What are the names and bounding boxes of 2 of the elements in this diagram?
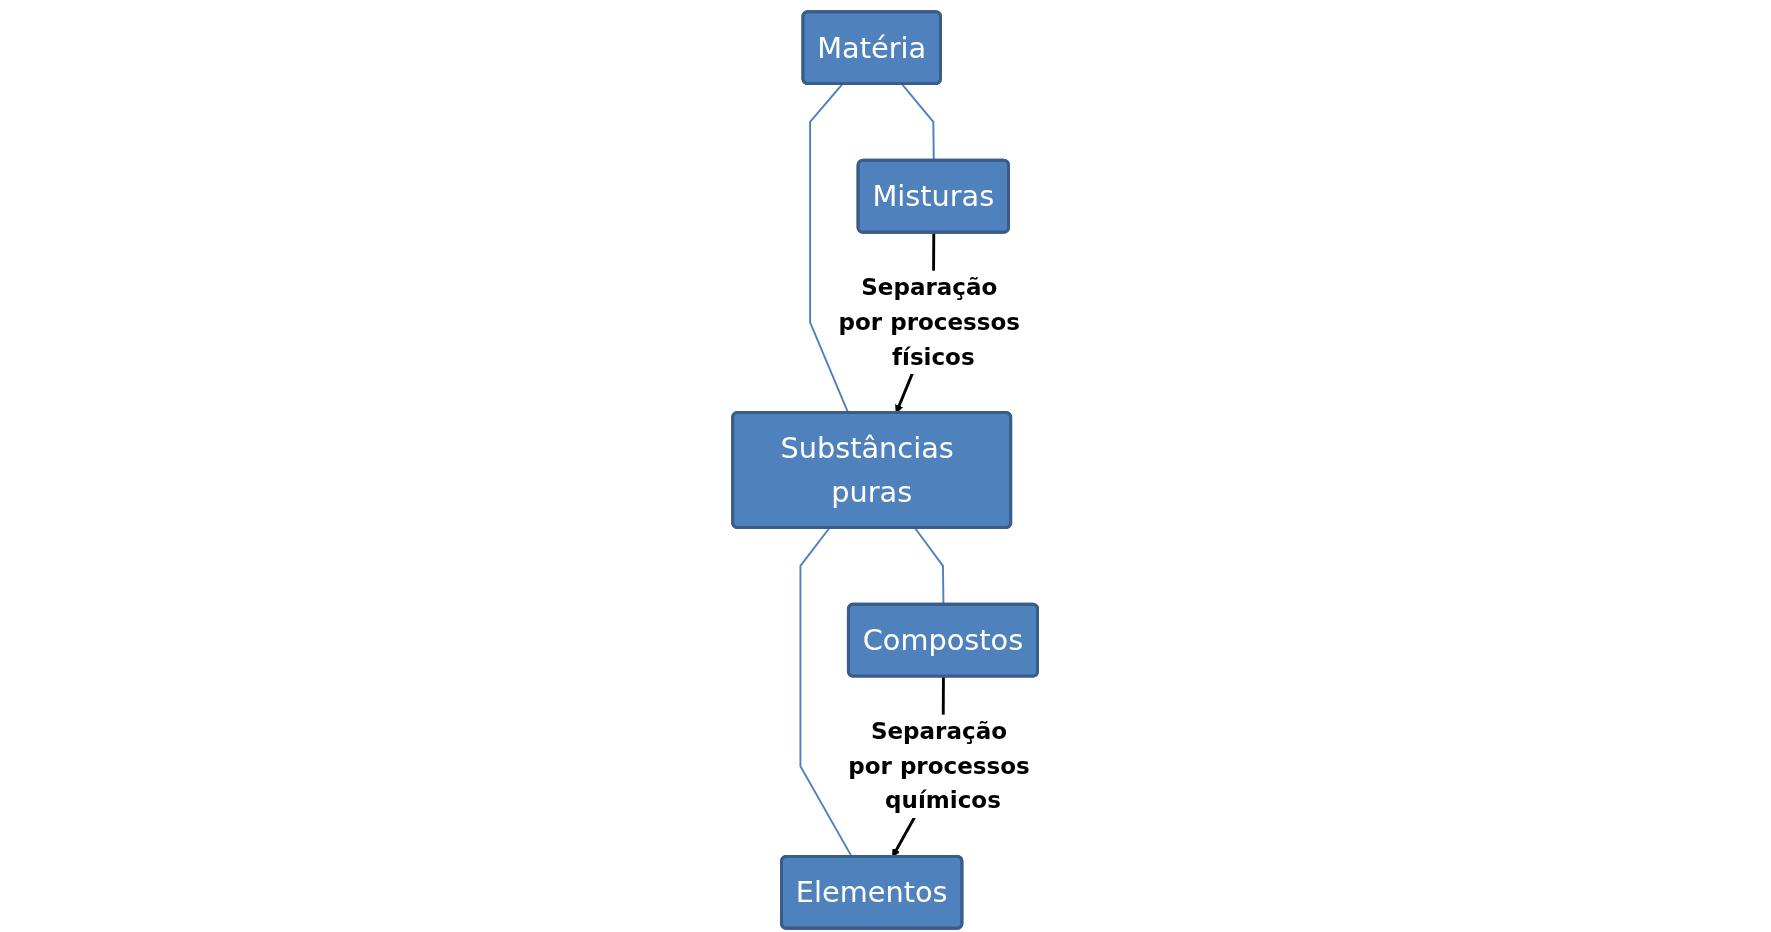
edge-label: Separação por processos físicos [838,274,1020,371]
edge-label: Separação por processos químicos [847,718,1030,815]
